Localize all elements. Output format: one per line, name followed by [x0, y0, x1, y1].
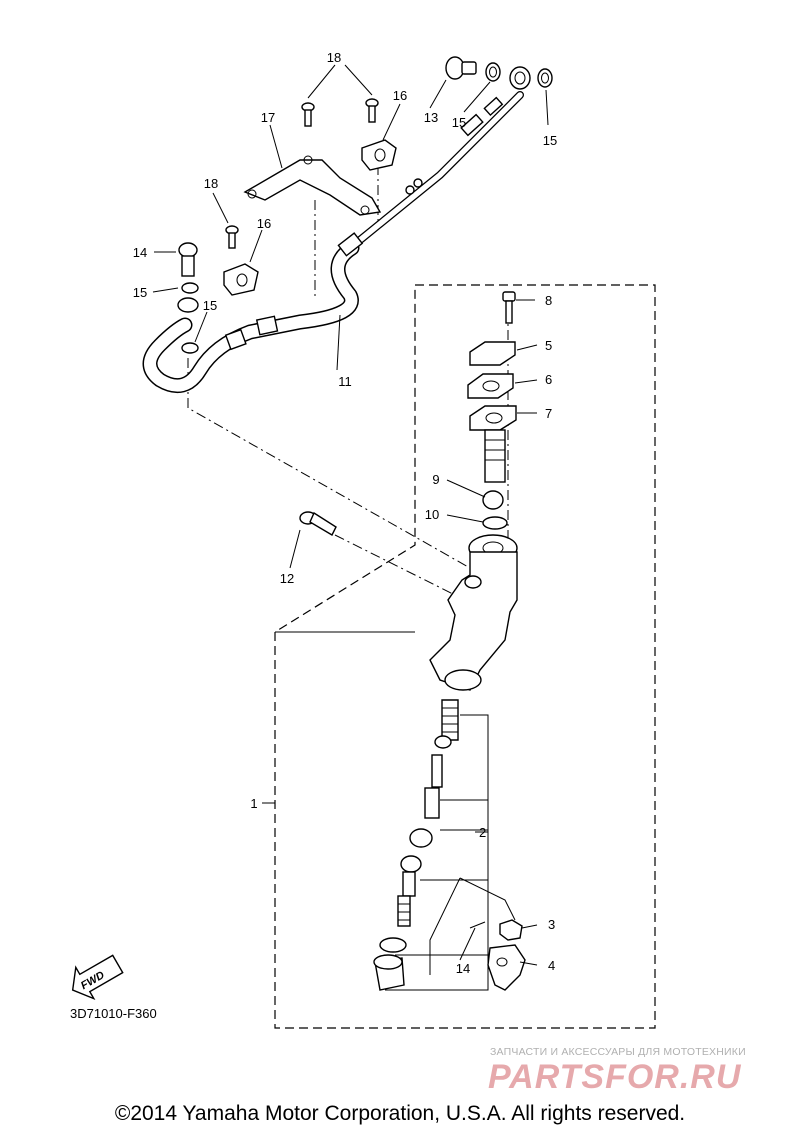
leader-lines [152, 64, 549, 966]
callout-15-right: 15 [543, 133, 557, 148]
callout-1: 1 [250, 796, 257, 811]
diaphragm [469, 405, 517, 431]
copyright-notice: ©2014 Yamaha Motor Corporation, U.S.A. A… [114, 1102, 686, 1125]
callout-14-top: 13 [424, 110, 438, 125]
screw-18-a [301, 102, 315, 127]
bolt-reference-line [334, 534, 456, 596]
assembly-outline [274, 284, 656, 1029]
circlip-10 [482, 516, 508, 530]
nut-3 [499, 919, 523, 941]
callout-14-left: 14 [133, 245, 147, 260]
brake-hose [142, 66, 531, 394]
callout-15-left: 15 [133, 285, 147, 300]
callout-11: 14 [456, 961, 470, 976]
washer-left-1 [181, 282, 199, 294]
group-bracket-3-4 [429, 877, 516, 975]
callout-4: 4 [548, 958, 555, 973]
watermark-logo-text: PARTSFOR.RU [488, 1058, 742, 1096]
clamp-top [361, 139, 397, 171]
screw-18-b [365, 98, 379, 123]
watermark-tagline: ЗАПЧАСТИ И АКСЕССУАРЫ ДЛЯ МОТОТЕХНИКИ [490, 1046, 746, 1058]
callout-18-left: 18 [204, 176, 218, 191]
callout-6: 6 [545, 372, 552, 387]
callout-10: 10 [425, 507, 439, 522]
master-cylinder-body [429, 534, 518, 691]
hose-bracket [243, 159, 382, 216]
piston-kit [397, 699, 459, 927]
reservoir-seal [482, 490, 504, 510]
callout-7: 7 [545, 406, 552, 421]
diaphragm-bellows [484, 429, 506, 483]
washer-left-2 [181, 342, 199, 354]
callout-2: 2 [479, 825, 486, 840]
callout-15-top: 15 [452, 115, 466, 130]
callout-12: 12 [280, 571, 294, 586]
clamp-left [223, 263, 259, 296]
fwd-arrow-icon: FWD [71, 954, 124, 1001]
hose-reference-line [187, 358, 471, 569]
clevis-4 [487, 944, 526, 991]
reservoir-cap [469, 341, 516, 366]
diagram-code: 3D71010-F360 [70, 1006, 157, 1021]
screw-8 [502, 291, 516, 324]
union-bolt-top [445, 56, 477, 80]
cotter-pin-11 [469, 921, 486, 929]
snap-ring [379, 937, 407, 953]
bolt-12 [299, 511, 337, 536]
screw-18-c [225, 225, 239, 249]
group-bracket-2 [385, 714, 489, 991]
callout-18-top: 18 [327, 50, 341, 65]
callout-13: 11 [338, 374, 352, 389]
cap-plate [467, 373, 514, 399]
callout-16-left: 16 [257, 216, 271, 231]
washer-top-2 [537, 68, 553, 88]
callout-8: 8 [545, 293, 552, 308]
callout-5: 5 [545, 338, 552, 353]
callout-17: 17 [261, 110, 275, 125]
callout-9: 9 [432, 472, 439, 487]
union-bolt-left [178, 242, 198, 277]
callout-3: 3 [548, 917, 555, 932]
callout-15-mid: 15 [203, 298, 217, 313]
callout-16-top: 16 [393, 88, 407, 103]
washer-top-1 [485, 62, 501, 82]
